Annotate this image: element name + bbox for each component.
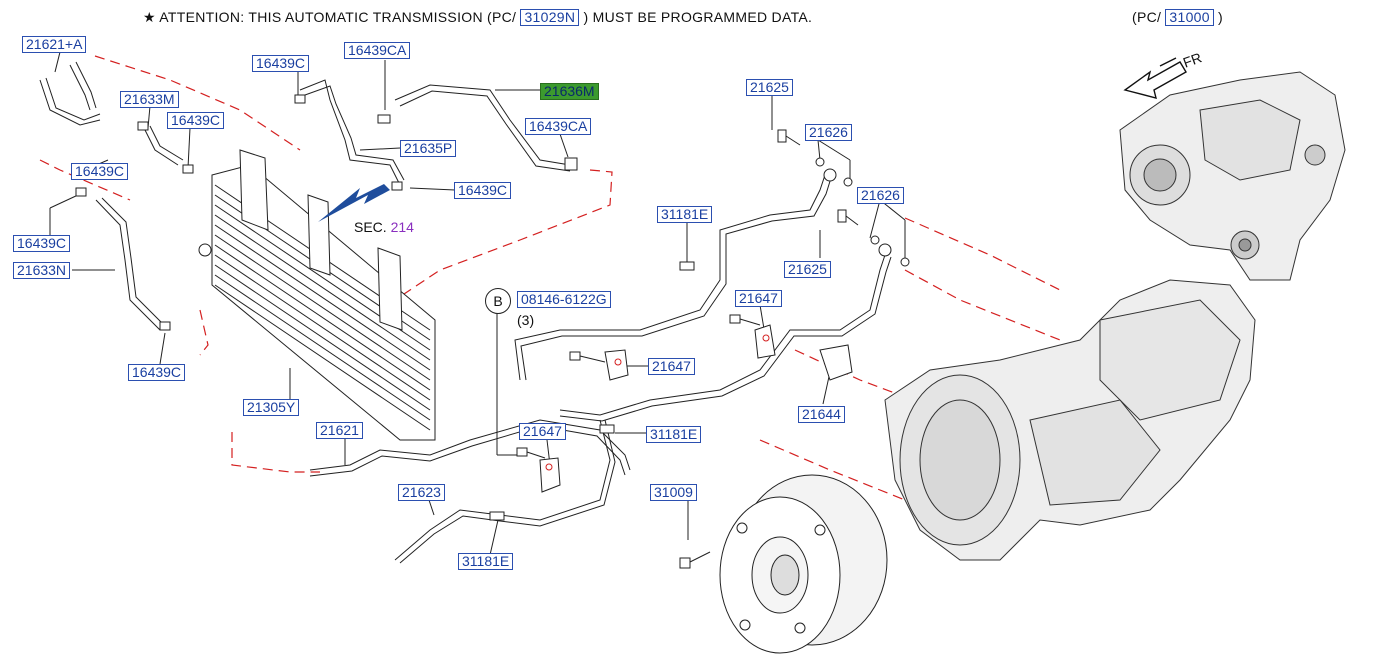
pc2-suffix: ) <box>1218 9 1224 25</box>
attention-tail: ) MUST BE PROGRAMMED DATA. <box>583 9 813 25</box>
part-label-31181E[interactable]: 31181E <box>646 426 702 443</box>
callout-b-marker: B <box>485 288 511 314</box>
part-label-16439C[interactable]: 16439C <box>454 182 512 199</box>
part-label-16439CA[interactable]: 16439CA <box>525 118 592 135</box>
attention-banner: ★ ATTENTION: THIS AUTOMATIC TRANSMISSION… <box>143 9 812 26</box>
part-label-21625[interactable]: 21625 <box>784 261 831 278</box>
part-label-16439CA[interactable]: 16439CA <box>344 42 411 59</box>
phantom-line <box>39 159 131 201</box>
part-label-21621A[interactable]: 21621+A <box>22 36 87 53</box>
phantom-line <box>904 269 1061 341</box>
star-mark: ★ <box>143 9 156 25</box>
part-label-21647[interactable]: 21647 <box>735 290 782 307</box>
part-label-21621[interactable]: 21621 <box>316 422 363 439</box>
part-label-21625[interactable]: 21625 <box>746 79 793 96</box>
pc2-code-link[interactable]: 31000 <box>1165 9 1214 26</box>
phantom-line <box>394 169 613 301</box>
attention-text: ATTENTION: THIS AUTOMATIC TRANSMISSION (… <box>159 9 517 25</box>
pc2-prefix: (PC/ <box>1132 9 1162 25</box>
part-label-16439C[interactable]: 16439C <box>252 55 310 72</box>
part-label-21635P[interactable]: 21635P <box>400 140 457 157</box>
part-label-21636M[interactable]: 21636M <box>540 83 599 100</box>
part-label-21626[interactable]: 21626 <box>857 187 904 204</box>
part-label-21647[interactable]: 21647 <box>519 423 566 440</box>
oil-cooler <box>198 149 436 441</box>
phantom-line <box>94 55 301 151</box>
transfer-case <box>1119 71 1346 281</box>
section-prefix: SEC. <box>354 219 387 235</box>
part-label-21647[interactable]: 21647 <box>648 358 695 375</box>
part-label-21644[interactable]: 21644 <box>798 406 845 423</box>
fittings <box>75 94 910 569</box>
section-reference: SEC. 214 <box>354 219 414 235</box>
callout-b-quantity: (3) <box>517 312 535 328</box>
fr-arrow <box>1123 57 1187 99</box>
part-label-31181E[interactable]: 31181E <box>657 206 713 223</box>
part-label-31009[interactable]: 31009 <box>650 484 697 501</box>
phantom-line <box>231 432 320 473</box>
part-label-16439C[interactable]: 16439C <box>71 163 129 180</box>
part-label-21633N[interactable]: 21633N <box>13 262 71 279</box>
phantom-line <box>794 349 901 396</box>
part-label-21623[interactable]: 21623 <box>398 484 445 501</box>
section-arrow <box>318 184 390 222</box>
phantom-line <box>199 309 209 356</box>
part-label-16439C[interactable]: 16439C <box>128 364 186 381</box>
phantom-line <box>759 439 906 501</box>
transmission-case <box>884 279 1256 561</box>
phantom-lines <box>39 55 1061 501</box>
part-label-21626[interactable]: 21626 <box>805 124 852 141</box>
part-label-16439C[interactable]: 16439C <box>167 112 225 129</box>
part-label-08146-6122G[interactable]: 08146-6122G <box>517 291 611 308</box>
phantom-line <box>904 217 1061 291</box>
part-label-21305Y[interactable]: 21305Y <box>243 399 300 416</box>
part-label-31181E[interactable]: 31181E <box>458 553 514 570</box>
pc-code-link[interactable]: 31029N <box>520 9 580 26</box>
leader-lines <box>49 51 906 556</box>
section-number-link[interactable]: 214 <box>390 219 414 235</box>
torque-converter <box>719 474 888 654</box>
part-label-16439C[interactable]: 16439C <box>13 235 71 252</box>
part-label-21633M[interactable]: 21633M <box>120 91 179 108</box>
hoses <box>39 61 892 564</box>
pc-reference: (PC/ 31000 ) <box>1132 9 1223 26</box>
